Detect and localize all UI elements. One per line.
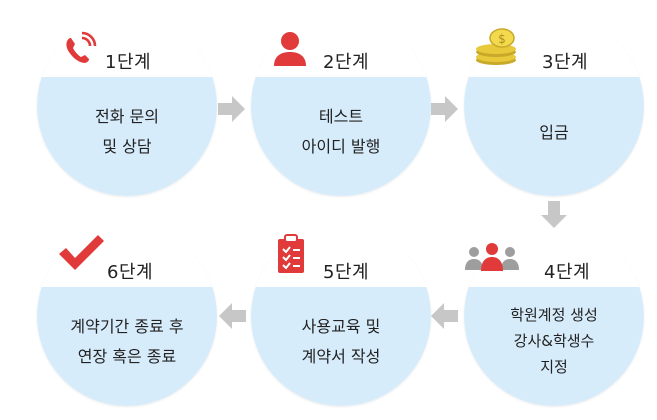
group-icon [465,243,519,271]
checkmark-icon [59,235,104,270]
step-label: 2단계 [323,52,370,73]
step-description: 학원계정 생성 강사&학생수 지정 [464,302,644,380]
step-2-circle: 2단계 테스트 아이디 발행 [251,16,431,196]
step-description-line: 연장 혹은 종료 [77,347,177,366]
step-label: 5단계 [323,262,370,283]
step-label: 3단계 [542,52,589,73]
step-label: 6단계 [107,262,154,283]
step-label: 4단계 [544,262,591,283]
step-description-line: 계약서 작성 [301,347,381,366]
step-description-line: 테스트 [318,107,364,126]
step-description-line: 전화 문의 [95,107,159,126]
arrow-left-icon [431,303,458,329]
person-icon [274,32,306,66]
step-description: 전화 문의 및 상담 [37,102,217,162]
step-description-line: 지정 [540,358,568,376]
arrow-right-icon [218,96,245,122]
step-description-line: 강사&학생수 [513,332,595,350]
step-description-line: 및 상담 [102,137,152,156]
step-description: 테스트 아이디 발행 [251,102,431,162]
step-label: 1단계 [105,52,152,73]
arrow-down-icon [541,201,567,228]
step-description: 입금 [464,118,644,148]
step-description: 계약기간 종료 후 연장 혹은 종료 [37,312,217,372]
step-description-line: 학원계정 생성 [510,306,598,324]
step-description-line: 아이디 발행 [301,137,381,156]
coins-icon: $ [476,28,516,65]
phone-icon [66,31,97,63]
arrow-left-icon [219,303,246,329]
step-description-line: 사용교육 및 [301,317,381,336]
svg-text:$: $ [498,32,506,46]
clipboard-icon [278,234,304,273]
step-4-circle: 4단계 학원계정 생성 강사&학생수 지정 [464,226,644,406]
step-description-line: 입금 [539,123,569,142]
step-description-line: 계약기간 종료 후 [70,317,184,336]
arrow-right-icon [431,96,458,122]
step-description: 사용교육 및 계약서 작성 [251,312,431,372]
